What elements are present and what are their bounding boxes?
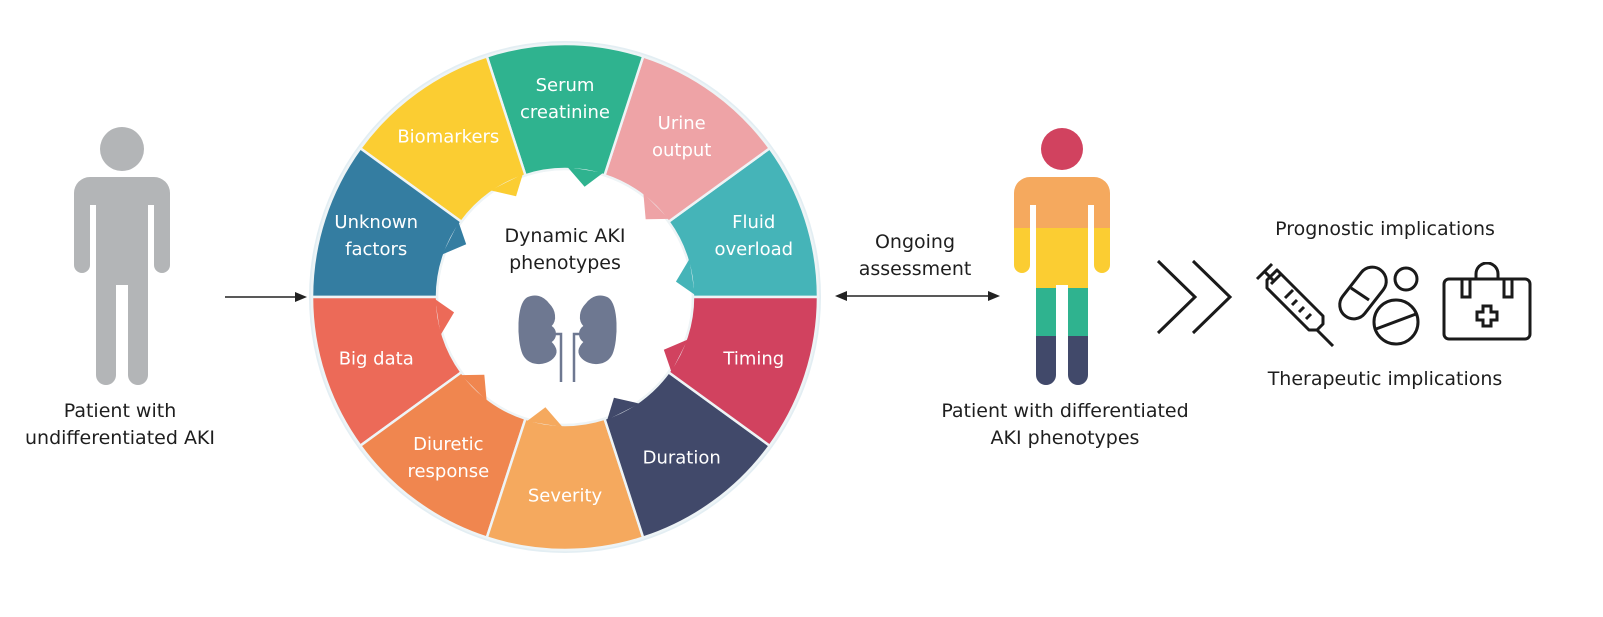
- label-line: Dynamic AKI: [504, 225, 626, 247]
- segment-arrow-icon: [461, 374, 487, 401]
- prognostic-implications-label: Prognostic implications: [1275, 218, 1495, 240]
- pills-icon: [1338, 265, 1420, 346]
- segment-label: Timing: [722, 348, 784, 369]
- label-line: assessment: [858, 258, 972, 280]
- segment-arrow-icon: [490, 174, 523, 197]
- label-line: Patient with differentiated: [941, 400, 1189, 422]
- head: [1041, 128, 1083, 170]
- segment-arrow-icon: [675, 259, 695, 295]
- wheel-center: [438, 170, 692, 424]
- differentiated-patient-label: Patient with differentiated AKI phenotyp…: [920, 398, 1210, 452]
- segment-arrow-icon: [567, 167, 604, 187]
- double-arrow-icon: [835, 291, 1000, 301]
- wheel-segment: Severity: [485, 417, 645, 552]
- kidneys-icon: [518, 295, 617, 382]
- segment-arrow-icon: [607, 397, 640, 420]
- double-chevron-right-icon: [1156, 259, 1233, 335]
- undifferentiated-patient-figure: [74, 127, 170, 385]
- label-line: undifferentiated AKI: [25, 427, 215, 449]
- label-line: phenotypes: [509, 252, 621, 274]
- differentiated-patient-figure: [1014, 128, 1110, 385]
- label-line: Ongoing: [874, 231, 956, 253]
- person-icon: [1014, 177, 1110, 385]
- segment-label: Severity: [528, 486, 603, 507]
- arrow-right-icon: [225, 292, 307, 302]
- medical-kit-icon: [1442, 262, 1532, 341]
- segment-arrow-icon: [526, 407, 563, 427]
- segment-arrow-icon: [435, 299, 455, 335]
- segment-label: Biomarkers: [397, 126, 499, 147]
- segment-label: Big data: [339, 348, 414, 369]
- label-line: Patient with: [63, 400, 177, 422]
- therapeutic-implications-label: Therapeutic implications: [1267, 368, 1503, 390]
- undifferentiated-patient-label: Patient with undifferentiated AKI: [0, 398, 240, 452]
- segment-label: Duration: [643, 448, 721, 469]
- label-line: AKI phenotypes: [990, 427, 1140, 449]
- syringe-icon: [1255, 262, 1335, 347]
- ongoing-assessment-label: Ongoing assessment: [835, 229, 995, 283]
- segment-arrow-icon: [442, 222, 467, 255]
- wheel-center-title: Dynamic AKI phenotypes: [480, 223, 650, 277]
- person-icon: [74, 127, 170, 385]
- segment-arrow-icon: [643, 193, 669, 220]
- segment-arrow-icon: [663, 339, 688, 372]
